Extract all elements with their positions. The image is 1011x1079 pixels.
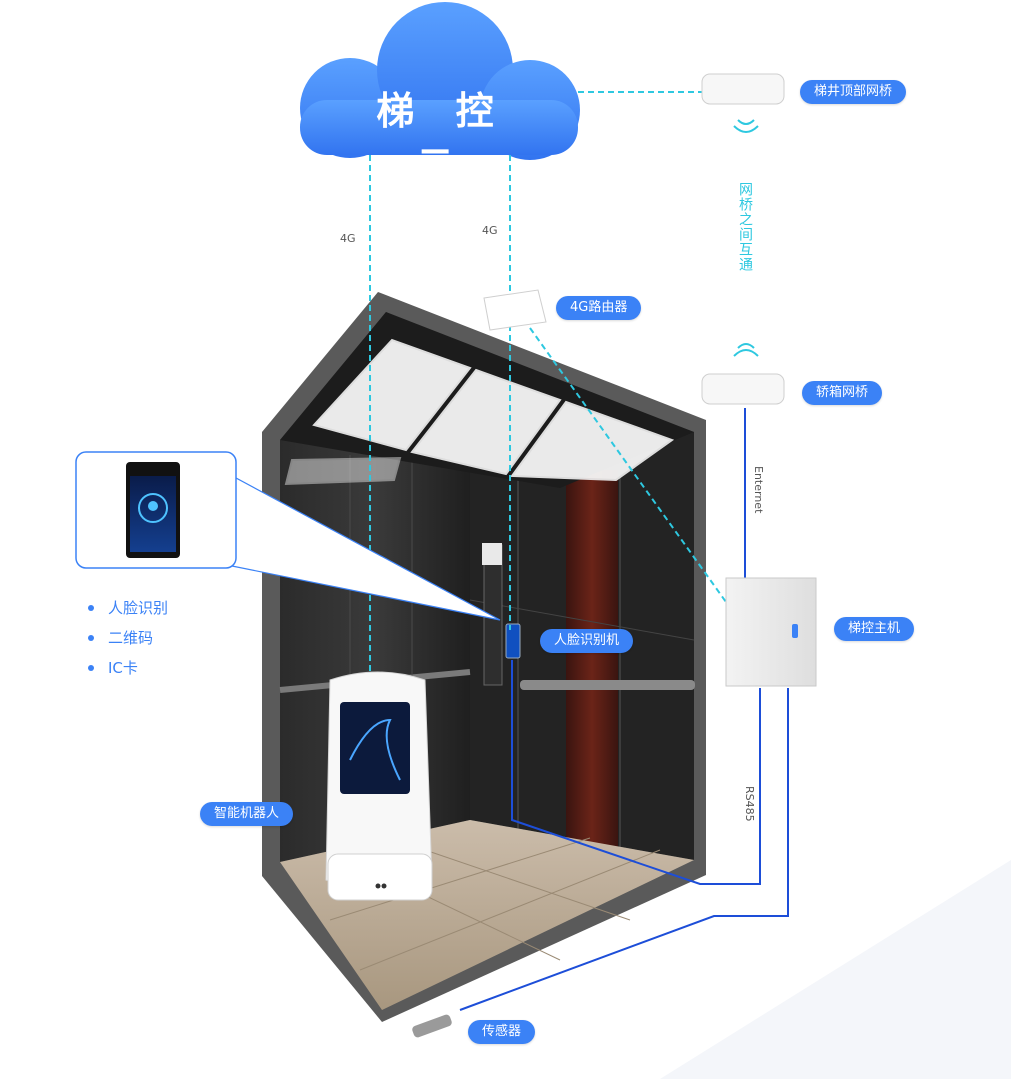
link-label-4g-left: 4G [340, 232, 356, 245]
feature-ic-card: IC卡 [86, 657, 168, 687]
elevator-car [262, 292, 706, 1022]
router-device [483, 289, 547, 331]
label-top-bridge: 梯井顶部网桥 [800, 80, 907, 104]
wired-links [459, 408, 789, 1011]
label-robot: 智能机器人 [200, 802, 294, 826]
label-car-bridge: 轿箱网桥 [802, 381, 883, 405]
link-label-rs485: RS485 [743, 786, 756, 822]
callout-device-image [75, 451, 501, 621]
link-label-bridges: 网桥之间互通 [737, 182, 753, 272]
label-face-device: 人脸识别机 [540, 629, 634, 653]
face-recognition-device [505, 623, 521, 659]
label-sensor: 传感器 [468, 1020, 536, 1044]
background-tint [660, 860, 1011, 1079]
smart-robot [325, 671, 433, 901]
wireless-links [369, 91, 727, 690]
feature-list: 人脸识别 二维码 IC卡 [86, 597, 168, 687]
sensor-device [412, 1014, 452, 1038]
feature-qrcode: 二维码 [86, 627, 168, 657]
cloud-shape [300, 2, 580, 160]
link-label-ethernet: Enternet [752, 466, 765, 514]
label-controller: 梯控主机 [834, 617, 915, 641]
controller-cabinet [725, 577, 817, 687]
top-bridge-device [701, 73, 785, 133]
link-label-4g-right: 4G [482, 224, 498, 237]
feature-face: 人脸识别 [86, 597, 168, 627]
label-router: 4G路由器 [556, 296, 642, 320]
cloud-label: 梯 控 云 [376, 89, 508, 188]
car-bridge-device [701, 343, 785, 405]
